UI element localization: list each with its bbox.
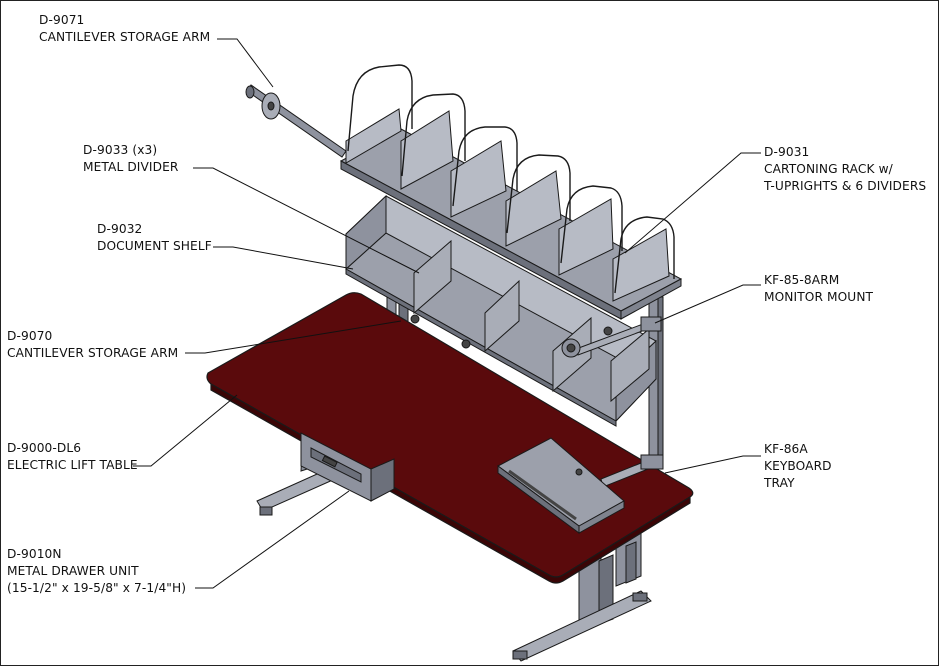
callout-code: D-9071 bbox=[39, 13, 85, 27]
document-shelf bbox=[345, 194, 657, 427]
leader-d9010 bbox=[195, 490, 350, 589]
monitor-mount-arm bbox=[561, 316, 662, 358]
callout-d9000: D-9000-DL6 ELECTRIC LIFT TABLE bbox=[7, 440, 138, 474]
callout-description: DOCUMENT SHELF bbox=[97, 239, 212, 253]
callout-kf85: KF-85-8ARM MONITOR MOUNT bbox=[764, 272, 873, 306]
callout-description: CARTONING RACK w/ bbox=[764, 162, 893, 176]
leader-d9070 bbox=[185, 320, 402, 354]
callout-d9033: D-9033 (x3) METAL DIVIDER bbox=[83, 142, 178, 176]
callout-code: D-9033 (x3) bbox=[83, 143, 158, 157]
leader-d9031 bbox=[624, 152, 761, 254]
callout-description: METAL DRAWER UNIT bbox=[7, 564, 139, 578]
callout-kf86: KF-86A KEYBOARD TRAY bbox=[764, 441, 832, 492]
callout-code: D-9010N bbox=[7, 547, 62, 561]
callout-description: TRAY bbox=[764, 476, 795, 490]
callout-description: MONITOR MOUNT bbox=[764, 290, 874, 304]
callout-code: D-9031 bbox=[764, 145, 810, 159]
callout-description: KEYBOARD bbox=[764, 459, 832, 473]
callout-description: METAL DIVIDER bbox=[83, 160, 179, 174]
leader-d9032 bbox=[213, 246, 354, 270]
callout-description: ELECTRIC LIFT TABLE bbox=[7, 458, 138, 472]
callout-code: KF-85-8ARM bbox=[764, 273, 840, 287]
callout-dimensions: (15-1/2" x 19-5/8" x 7-1/4"H) bbox=[7, 581, 187, 595]
leader-kf86 bbox=[664, 455, 761, 474]
callout-code: D-9000-DL6 bbox=[7, 441, 82, 455]
cartoning-rack bbox=[339, 108, 683, 320]
callout-description: T-UPRIGHTS & 6 DIVIDERS bbox=[764, 179, 927, 193]
leader-d9071 bbox=[217, 38, 274, 88]
callout-d9010: D-9010N METAL DRAWER UNIT (15-1/2" x 19-… bbox=[7, 546, 186, 597]
callout-d9031: D-9031 CARTONING RACK w/ T-UPRIGHTS & 6 … bbox=[764, 144, 926, 195]
t-uprights bbox=[347, 64, 675, 294]
cantilever-storage-arm-top bbox=[245, 84, 347, 158]
keyboard-tray bbox=[497, 437, 664, 534]
callout-d9032: D-9032 DOCUMENT SHELF bbox=[97, 221, 212, 255]
drawer-unit bbox=[300, 432, 395, 502]
callout-d9070: D-9070 CANTILEVER STORAGE ARM bbox=[7, 328, 178, 362]
callout-code: KF-86A bbox=[764, 442, 808, 456]
callout-description: CANTILEVER STORAGE ARM bbox=[7, 346, 179, 360]
callout-code: D-9070 bbox=[7, 329, 53, 343]
leader-d9033 bbox=[193, 167, 420, 274]
leader-kf85 bbox=[654, 284, 761, 324]
leader-lines bbox=[133, 38, 761, 589]
callout-code: D-9032 bbox=[97, 222, 143, 236]
callout-d9071: D-9071 CANTILEVER STORAGE ARM bbox=[39, 12, 210, 46]
leader-d9000 bbox=[133, 394, 238, 467]
callout-description: CANTILEVER STORAGE ARM bbox=[39, 30, 211, 44]
